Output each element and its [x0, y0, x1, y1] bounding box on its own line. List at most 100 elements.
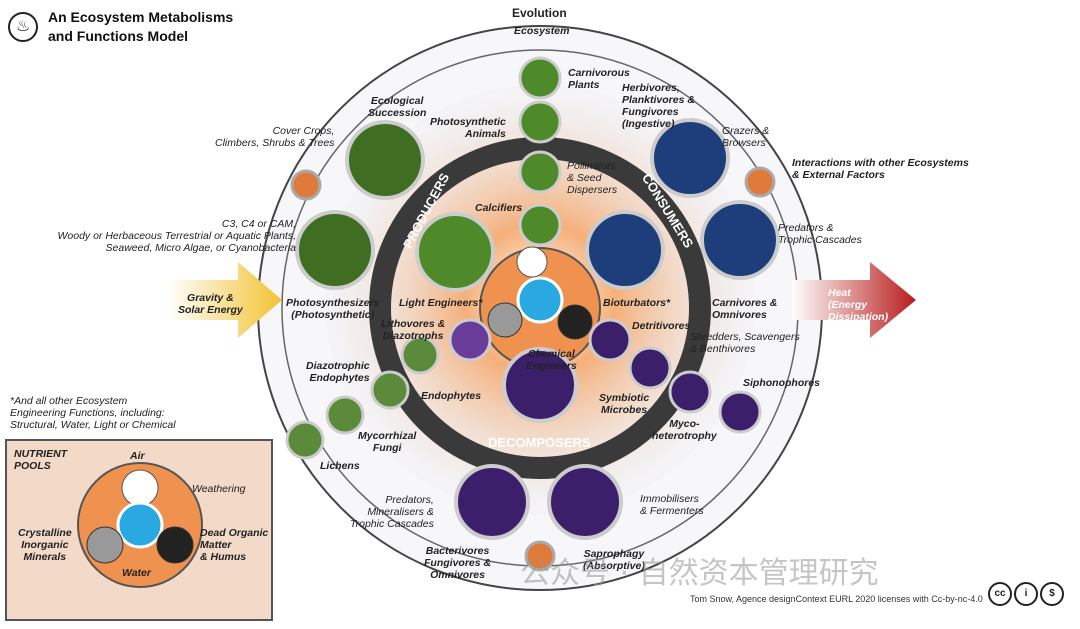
symbiotic-label: Symbiotic Microbes: [599, 392, 649, 416]
carnivores-icon: [700, 200, 780, 280]
core-mineral: [487, 302, 523, 338]
decomposers-label: DECOMPOSERS: [488, 435, 591, 450]
mycorrhizal-label: Mycorrhizal Fungi: [358, 430, 416, 454]
photosynthetic-animals-icon: [518, 100, 562, 144]
predators-tc-line-2: Trophic Cascades: [778, 234, 862, 246]
light-engineers-label: Light Engineers*: [399, 297, 483, 309]
by-icon: i: [1014, 582, 1038, 606]
heat-arrow: [792, 262, 916, 338]
pool-water-icon: [116, 501, 164, 549]
nc-icon: $: [1040, 582, 1064, 606]
immobilisers-label: Immobilisers & Fermenters: [640, 493, 704, 517]
saprophagy-line-2: (Absorptive): [583, 560, 645, 572]
photosynthetic-animals-line-1: Photosynthetic: [430, 116, 506, 128]
predators-tc-label: Predators & Trophic Cascades: [778, 222, 862, 246]
predators-min-line-2: Mineralisers &: [367, 506, 434, 518]
pools-crystalline-line-2: Inorganic: [21, 539, 69, 551]
pools-title-line-2: POOLS: [14, 460, 51, 472]
photosynthesizers-line-1: Photosynthesizers: [286, 297, 380, 309]
shredders-line-2: & Benthivores: [690, 343, 756, 355]
pool-air-icon: [121, 469, 159, 507]
grazers-line-2: Browsers: [722, 137, 766, 149]
ecological-succession-line-1: Ecological: [370, 95, 424, 107]
pools-water-label: Water: [122, 567, 151, 579]
herbivores-line-4: (Ingestive): [622, 118, 675, 130]
c3-line-1: C3, C4 or CAM,: [221, 218, 296, 230]
pools-dead-line-1: Dead Organic: [200, 527, 269, 539]
carnivorous-plants-line-2: Plants: [568, 79, 600, 91]
herbivores-line-2: Planktivores &: [622, 94, 695, 106]
shredders-label: Shredders, Scavengers & Benthivores: [690, 331, 800, 355]
photosynthesizers-icon: [295, 210, 375, 290]
photosynthetic-animals-label: Photosynthetic Animals: [430, 116, 506, 140]
mycorrhizal-line-1: Mycorrhizal: [358, 430, 417, 442]
pools-crystalline-line-1: Crystalline: [18, 527, 72, 539]
photosynthesizers-line-2: (Photosynthetic): [291, 309, 375, 321]
predators-min-label: Predators, Mineralisers & Trophic Cascad…: [350, 494, 434, 530]
lichens-icon: [285, 420, 325, 460]
gravity-arrow: [168, 262, 282, 338]
bacterivores-line-1: Bacterivores: [425, 545, 490, 557]
grazers-label: Grazers & Browsers: [722, 125, 769, 149]
immobilisers-line-2: & Fermenters: [640, 505, 704, 517]
gravity-line-1: Gravity &: [187, 292, 234, 304]
detritivores-label: Detritivores: [632, 320, 691, 332]
logo-icon: ♨: [8, 12, 38, 42]
bioturbators-label: Bioturbators*: [603, 297, 671, 309]
light-engineers-icon: [415, 212, 495, 292]
chemical-engineers-line-2: Engineers: [526, 360, 577, 372]
evolution-label: Evolution: [512, 6, 567, 20]
ecological-succession-line-2: Succession: [368, 107, 427, 119]
myco-heterotrophy-icon: [668, 370, 712, 414]
symbiotic-microbes-icon: [628, 346, 672, 390]
carnivorous-plants-icon: [518, 56, 562, 100]
note-line-1: *And all other Ecosystem: [10, 395, 128, 407]
saprophagy-icon: [547, 464, 623, 540]
interactions-swap-icon: [744, 166, 776, 198]
bacterivores-label: Bacterivores Fungivores & Omnivores: [424, 545, 491, 581]
gravity-label: Gravity & Solar Energy: [178, 292, 243, 316]
pools-dead-line-3: & Humus: [200, 551, 247, 563]
calcifiers-label: Calcifiers: [475, 202, 523, 214]
interactions-line-1: Interactions with other Ecosystems: [792, 157, 969, 169]
title-line-1: An Ecosystem Metabolisms: [48, 9, 234, 25]
saprophagy-line-1: Saprophagy: [583, 548, 645, 560]
core-organic: [557, 304, 593, 340]
note-line-3: Structural, Water, Light or Chemical: [10, 419, 176, 431]
note-line-2: Engineering Functions, including:: [10, 407, 165, 419]
shredders-line-1: Shredders, Scavengers: [690, 331, 800, 343]
carnivorous-plants-label: Carnivorous Plants: [568, 67, 630, 91]
saprophagy-label: Saprophagy (Absorptive): [583, 548, 645, 572]
cover-crops-swap-icon: [290, 169, 322, 201]
pools-dead-label: Dead Organic Matter & Humus: [200, 527, 268, 563]
heat-label: Heat (Energy Dissipation): [828, 287, 888, 323]
diazotrophic-icon: [400, 335, 440, 375]
heat-line-1: Heat: [828, 287, 851, 299]
diazotrophic-line-1: Diazotrophic: [306, 360, 370, 372]
pollinators-line-2: & Seed: [567, 172, 602, 184]
interactions-line-2: & External Factors: [792, 169, 885, 181]
endophytes-label: Endophytes: [421, 390, 482, 402]
heat-line-2: (Energy: [828, 299, 868, 311]
watermark: 公众号 · 自然资本管理研究: [520, 556, 879, 591]
pools-title-line-1: NUTRIENT: [14, 448, 68, 460]
c3-label: C3, C4 or CAM, Woody or Herbaceous Terre…: [38, 218, 297, 254]
carnivorous-plants-line-1: Carnivorous: [568, 67, 630, 79]
engineering-note: *And all other Ecosystem Engineering Fun…: [10, 395, 176, 431]
pollinators-line-3: Dispersers: [567, 184, 618, 196]
herbivores-label: Herbivores, Planktivores & Fungivores (I…: [622, 82, 695, 130]
photosynthesizers-label: Photosynthesizers (Photosynthetic): [286, 297, 379, 321]
core-center: [516, 276, 564, 324]
chemical-engineers-label: Chemical Engineers: [526, 348, 577, 372]
lithovores-line-1: Lithovores &: [381, 318, 446, 330]
lithovores-icon: [448, 318, 492, 362]
cover-crops-line-2: Climbers, Shrubs & Trees: [215, 137, 335, 149]
page-title: An Ecosystem Metabolisms and Functions M…: [48, 8, 233, 46]
pools-crystalline-line-3: Minerals: [23, 551, 67, 563]
herbivores-line-3: Fungivores: [622, 106, 679, 118]
title-line-2: and Functions Model: [48, 28, 188, 44]
trophic-ring: [369, 137, 711, 479]
myco-line-2: heterotrophy: [652, 430, 717, 442]
calcifiers-icon: [518, 203, 562, 247]
